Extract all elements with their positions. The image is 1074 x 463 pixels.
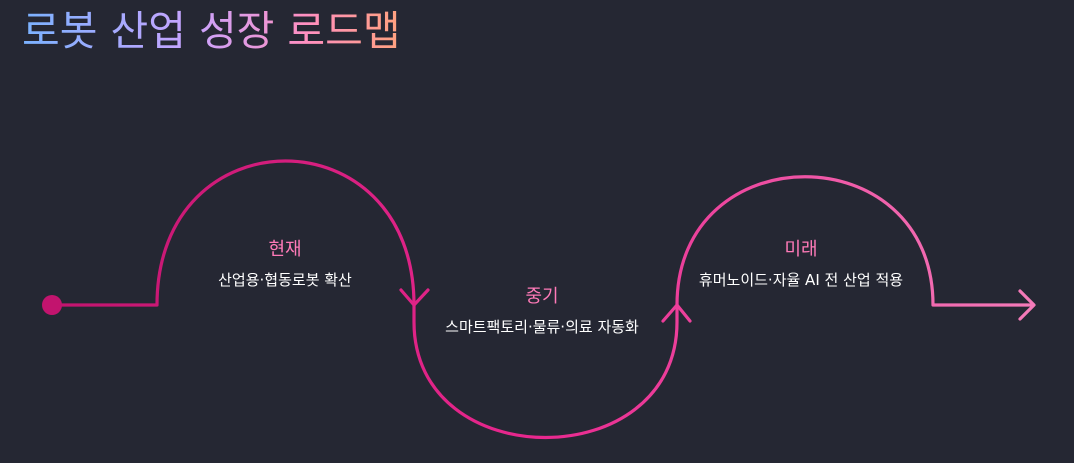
stage-current-description: 산업용·협동로봇 확산	[218, 271, 352, 289]
arrow-up-icon	[661, 303, 692, 323]
stage-current-name: 현재	[268, 239, 302, 260]
stage-mid-description: 스마트팩토리·물류·의료 자동화	[445, 318, 639, 336]
arrow-down-icon	[399, 288, 430, 307]
stage-future-name: 미래	[784, 239, 818, 260]
stage-mid: 중기 스마트팩토리·물류·의료 자동화	[436, 285, 648, 338]
stage-future: 미래 휴머노이드·자율 AI 전 산업 적용	[690, 238, 912, 291]
arrow-right-icon	[1018, 289, 1036, 321]
roadmap-curve	[50, 159, 1034, 440]
stage-mid-name: 중기	[525, 286, 559, 307]
stage-future-description: 휴머노이드·자율 AI 전 산업 적용	[698, 271, 904, 289]
stage-current: 현재 산업용·협동로봇 확산	[185, 238, 385, 291]
start-dot	[42, 295, 62, 315]
page-title: 로봇 산업 성장 로드맵	[22, 7, 401, 55]
